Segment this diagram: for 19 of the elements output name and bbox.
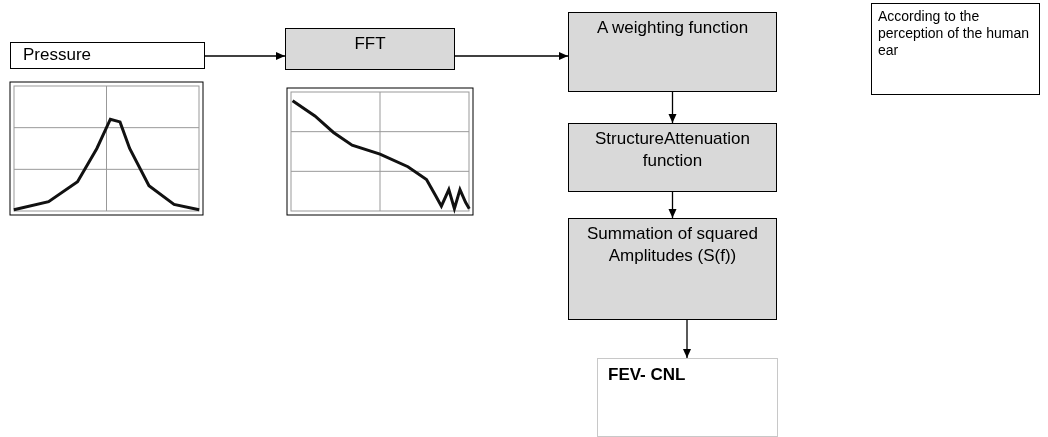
node-label: Summation of squared Amplitudes (S(f)) — [585, 223, 759, 267]
process-box — [568, 12, 777, 92]
arrow — [454, 52, 569, 60]
process-box — [568, 123, 777, 192]
input-box — [10, 42, 205, 69]
note-box — [871, 3, 1040, 95]
arrow — [668, 91, 677, 124]
node-label: Pressure — [23, 45, 93, 65]
node-label: According to the perception of the human ear — [878, 8, 1030, 59]
process-box — [568, 218, 777, 320]
process-box — [285, 28, 455, 70]
node-label: FFT — [353, 33, 387, 55]
arrow — [683, 319, 691, 359]
node-label: FEV- CNL — [608, 365, 687, 385]
output-box — [597, 358, 778, 437]
node-label: A weighting function — [595, 17, 750, 39]
arrow — [204, 52, 286, 60]
arrow — [668, 191, 677, 219]
node-label: StructureAttenuation function — [594, 128, 751, 172]
